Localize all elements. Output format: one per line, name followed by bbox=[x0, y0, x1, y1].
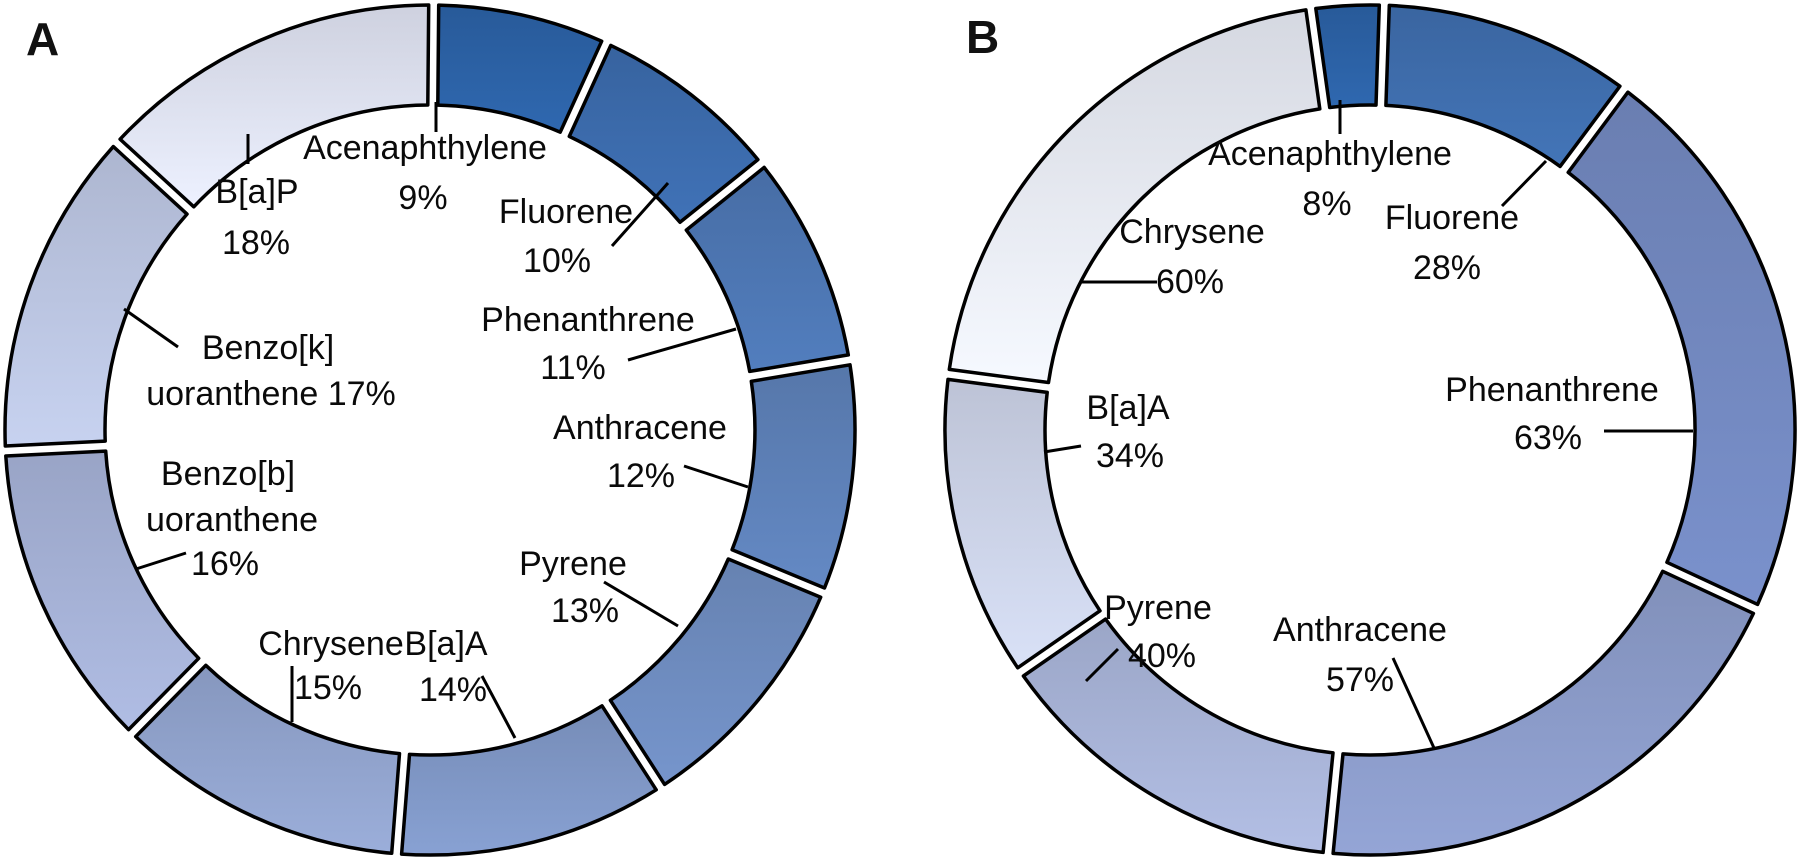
slice-label-b-a-p-a-line1: B[a]P bbox=[215, 173, 298, 211]
leader-line-anthracene-a bbox=[683, 464, 749, 489]
slice-label-b-a-a-b-line2: 34% bbox=[1096, 437, 1164, 475]
slice-label-benzo-k-uoranthene-a-line1: Benzo[k] bbox=[202, 329, 334, 367]
slice-label-acenaphthylene-b-line2: 8% bbox=[1302, 185, 1351, 223]
slice-label-benzo-b-uoranthene-a-line2: uoranthene bbox=[146, 501, 318, 539]
slice-label-acenaphthylene-b-line1: Acenaphthylene bbox=[1208, 135, 1452, 173]
slice-label-chrysene-a-line1: Chrysene bbox=[258, 625, 404, 663]
slice-label-phenanthrene-b-line1: Phenanthrene bbox=[1445, 371, 1659, 409]
slice-label-anthracene-b-line1: Anthracene bbox=[1273, 611, 1447, 649]
leader-line-benzo-k-uoranthene-a bbox=[123, 307, 179, 349]
panel-label-b: B bbox=[966, 11, 1000, 63]
slice-phenanthrene-b bbox=[1566, 90, 1797, 607]
slice-benzo-k-uoranthene-a bbox=[3, 144, 189, 448]
slice-fluorene-a bbox=[567, 43, 760, 225]
leader-line-fluorene-b bbox=[1500, 159, 1548, 208]
slice-anthracene-a bbox=[730, 363, 857, 590]
slice-label-b-a-a-b-line1: B[a]A bbox=[1086, 389, 1169, 427]
leader-line-pyrene-b bbox=[1084, 647, 1120, 683]
slice-acenaphthylene-b bbox=[1314, 3, 1382, 110]
slice-b-a-a-b bbox=[943, 377, 1102, 670]
leader-line-fluorene-a bbox=[610, 182, 670, 247]
slice-b-a-p-a bbox=[118, 3, 431, 209]
slice-label-fluorene-b-line1: Fluorene bbox=[1385, 199, 1519, 237]
slice-pyrene-a bbox=[608, 557, 823, 787]
slice-label-b-a-a-a-line1: B[a]A bbox=[404, 625, 487, 663]
slice-chrysene-a bbox=[133, 663, 402, 856]
panel-label-a: A bbox=[26, 13, 60, 65]
slice-label-b-a-p-a-line2: 18% bbox=[222, 224, 290, 262]
slice-label-acenaphthylene-a-line2: 9% bbox=[398, 179, 447, 217]
slice-label-anthracene-b-line2: 57% bbox=[1326, 661, 1394, 699]
slice-label-pyrene-b-line2: 40% bbox=[1128, 637, 1196, 675]
slice-label-pyrene-a-line1: Pyrene bbox=[519, 545, 627, 583]
slice-label-benzo-k-uoranthene-a-line2: uoranthene 17% bbox=[146, 375, 396, 413]
slice-label-benzo-b-uoranthene-a-line3: 16% bbox=[191, 545, 259, 583]
leader-line-benzo-b-uoranthene-a bbox=[135, 551, 187, 571]
slice-anthracene-b bbox=[1331, 569, 1756, 857]
slice-label-fluorene-b-line2: 28% bbox=[1413, 249, 1481, 287]
leader-line-pyrene-a bbox=[603, 580, 679, 628]
leader-line-b-a-a-b bbox=[1043, 444, 1082, 454]
slice-label-b-a-a-a-line2: 14% bbox=[419, 671, 487, 709]
slice-label-anthracene-a-line2: 12% bbox=[607, 457, 675, 495]
slice-label-phenanthrene-b-line2: 63% bbox=[1514, 419, 1582, 457]
leader-line-phenanthrene-a bbox=[627, 327, 737, 362]
leader-line-b-a-a-a bbox=[480, 675, 517, 739]
slice-label-chrysene-a-line2: 15% bbox=[294, 669, 362, 707]
slice-label-acenaphthylene-a-line1: Acenaphthylene bbox=[303, 129, 547, 167]
slice-label-chrysene-b-line2: 60% bbox=[1156, 263, 1224, 301]
slice-label-chrysene-b-line1: Chrysene bbox=[1119, 213, 1265, 251]
slice-acenaphthylene-a bbox=[436, 3, 604, 134]
slice-label-phenanthrene-a-line2: 11% bbox=[540, 349, 606, 387]
slice-label-benzo-b-uoranthene-a-line1: Benzo[b] bbox=[161, 455, 295, 493]
slice-label-fluorene-a-line1: Fluorene bbox=[499, 193, 633, 231]
slice-phenanthrene-a bbox=[684, 165, 851, 374]
slice-label-phenanthrene-a-line1: Phenanthrene bbox=[481, 301, 695, 339]
slice-b-a-a-a bbox=[399, 704, 658, 857]
slice-label-pyrene-b-line1: Pyrene bbox=[1104, 589, 1212, 627]
slice-chrysene-b bbox=[947, 8, 1322, 385]
slice-label-fluorene-a-line2: 10% bbox=[523, 242, 591, 280]
donut-chart-a: Acenaphthylene 9% Fluorene 10% Phenanthrene 1… bbox=[3, 3, 857, 857]
leader-line-anthracene-b bbox=[1391, 657, 1436, 749]
donut-chart-b: Acenaphthylene 8% Fluorene 28% Phenanthrene 6… bbox=[943, 3, 1797, 857]
slice-benzo-b-uoranthene-a bbox=[4, 449, 201, 732]
slice-pyrene-b bbox=[1021, 617, 1335, 855]
slice-label-anthracene-a-line1: Anthracene bbox=[553, 409, 727, 447]
slice-label-pyrene-a-line2: 13% bbox=[551, 592, 619, 630]
slice-fluorene-b bbox=[1384, 3, 1622, 169]
